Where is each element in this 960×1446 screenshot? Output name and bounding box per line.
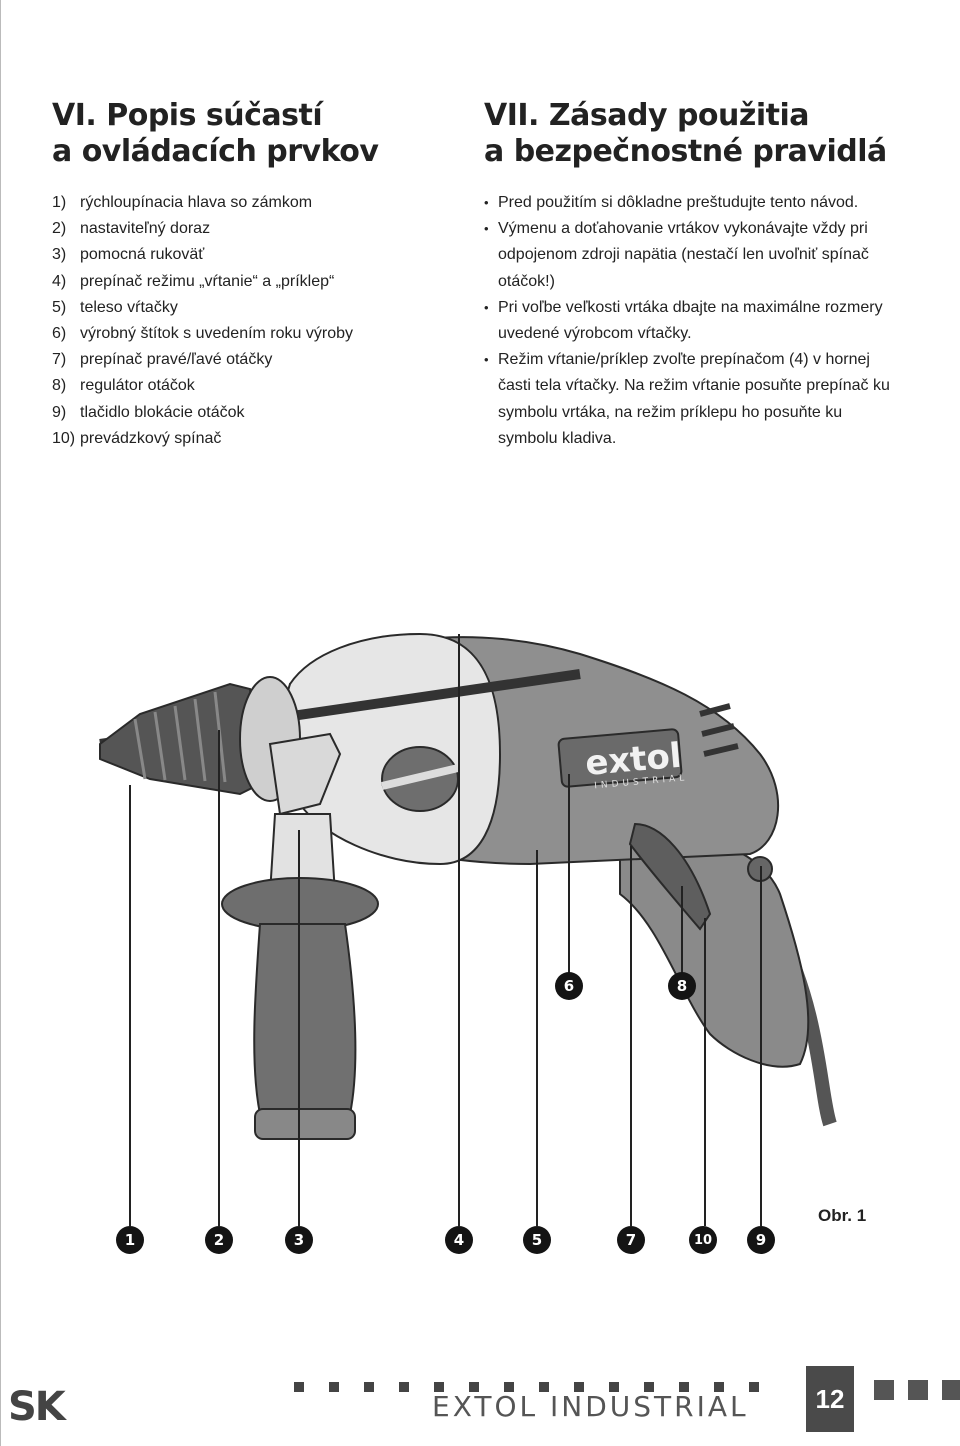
- list-item: 10)prevádzkový spínač: [52, 426, 452, 452]
- dot: [609, 1382, 619, 1392]
- dot: [749, 1382, 759, 1392]
- page-number: 12: [806, 1366, 854, 1432]
- figure-label: Obr. 1: [818, 1206, 867, 1225]
- item-text: pomocná rukoväť: [80, 246, 205, 264]
- aux-handle-grip: [253, 923, 357, 1115]
- footer-brand: EXTOL INDUSTRIAL: [432, 1390, 749, 1423]
- rules-heading-line2: a bezpečnostné pravidlá: [484, 134, 887, 169]
- square: [908, 1380, 928, 1400]
- dot: [644, 1382, 654, 1392]
- callout-9: 9: [747, 1226, 775, 1254]
- footer-dots: [294, 1382, 759, 1392]
- list-item: 5) teleso vŕtačky: [52, 295, 452, 321]
- dot: [504, 1382, 514, 1392]
- square: [942, 1380, 960, 1400]
- item-text: regulátor otáčok: [80, 377, 195, 395]
- dot: [434, 1382, 444, 1392]
- item-text: tlačidlo blokácie otáčok: [80, 403, 245, 421]
- parts-heading-line2: a ovládacích prvkov: [52, 134, 379, 169]
- rules-heading: VII. Zásady použitia a bezpečnostné prav…: [484, 98, 904, 170]
- parts-list: 1) rýchloupínacia hlava so zámkom 2) nasta…: [52, 190, 452, 452]
- item-number: 7): [52, 351, 67, 369]
- lock-button: [747, 856, 773, 882]
- list-item: 4) prepínač režimu „vŕtanie“ a „príklep“: [52, 269, 452, 295]
- footer-squares: [874, 1380, 960, 1400]
- parts-section: VI. Popis súčastí a ovládacích prvkov 1)…: [52, 98, 452, 452]
- rules-heading-line1: VII. Zásady použitia: [484, 98, 810, 133]
- logo-text: extol: [584, 736, 683, 784]
- dot: [539, 1382, 549, 1392]
- rating-plate: [557, 728, 683, 788]
- dot: [714, 1382, 724, 1392]
- list-item: 3) pomocná rukoväť: [52, 242, 452, 268]
- dot: [329, 1382, 339, 1392]
- dot: [364, 1382, 374, 1392]
- dot: [469, 1382, 479, 1392]
- item-number: 4): [52, 272, 67, 290]
- item-number: 6): [52, 325, 67, 343]
- callout-5: 5: [523, 1226, 551, 1254]
- dot: [574, 1382, 584, 1392]
- callout-3: 3: [285, 1226, 313, 1254]
- item-number: 2): [52, 220, 67, 238]
- dot: [399, 1382, 409, 1392]
- list-item: Pri voľbe veľkosti vrtáka dbajte na maxi…: [484, 295, 904, 347]
- rules-section: VII. Zásady použitia a bezpečnostné prav…: [484, 98, 904, 452]
- item-number: 3): [52, 246, 67, 264]
- item-number: 9): [52, 403, 67, 421]
- callout-6: 6: [555, 972, 583, 1000]
- list-item: 2) nastaviteľný doraz: [52, 216, 452, 242]
- parts-heading: VI. Popis súčastí a ovládacích prvkov: [52, 98, 452, 170]
- language-code: SK: [8, 1384, 66, 1430]
- item-text: výrobný štítok s uvedením roku výroby: [80, 325, 353, 343]
- list-item: 8) regulátor otáčok: [52, 373, 452, 399]
- list-item: Výmenu a doťahovanie vrtákov vykonávajte…: [484, 216, 904, 295]
- page-edge: [0, 0, 1, 1446]
- aux-handle-clamp: [268, 732, 342, 816]
- callout-1: 1: [116, 1226, 144, 1254]
- rules-list: Pred použitím si dôkladne preštudujte te…: [484, 190, 904, 452]
- item-text: prepínač režimu „vŕtanie“ a „príklep“: [80, 272, 335, 290]
- list-item: Režim vŕtanie/príklep zvoľte prepínačom …: [484, 347, 904, 452]
- callout-10: 10: [689, 1226, 717, 1254]
- dot: [294, 1382, 304, 1392]
- page-footer: SK EXTOL INDUSTRIAL 12: [0, 1360, 960, 1446]
- aux-handle-guard: [221, 877, 379, 931]
- dot: [679, 1382, 689, 1392]
- item-text: prepínač pravé/ľavé otáčky: [80, 351, 273, 369]
- list-item: Pred použitím si dôkladne preštudujte te…: [484, 190, 904, 216]
- list-item: 7) prepínač pravé/ľavé otáčky: [52, 347, 452, 373]
- item-text: teleso vŕtačky: [80, 298, 178, 316]
- item-text: rýchloupínacia hlava so zámkom: [80, 194, 313, 211]
- list-item: 9) tlačidlo blokácie otáčok: [52, 400, 452, 426]
- square: [874, 1380, 894, 1400]
- item-number: 10): [52, 429, 76, 447]
- vents: [699, 703, 739, 757]
- list-item: 1) rýchloupínacia hlava so zámkom: [52, 190, 452, 216]
- item-number: 1): [52, 194, 67, 211]
- callout-8: 8: [668, 972, 696, 1000]
- parts-heading-line1: VI. Popis súčastí: [52, 98, 323, 133]
- callout-2: 2: [205, 1226, 233, 1254]
- drill-illustration: extol INDUSTRIAL: [99, 632, 837, 1140]
- callout-4: 4: [445, 1226, 473, 1254]
- item-number: 8): [52, 377, 67, 395]
- item-text: nastaviteľný doraz: [80, 220, 211, 238]
- list-item: 6) výrobný štítok s uvedením roku výroby: [52, 321, 452, 347]
- item-text: prevádzkový spínač: [80, 429, 222, 447]
- item-number: 5): [52, 298, 67, 316]
- callout-7: 7: [617, 1226, 645, 1254]
